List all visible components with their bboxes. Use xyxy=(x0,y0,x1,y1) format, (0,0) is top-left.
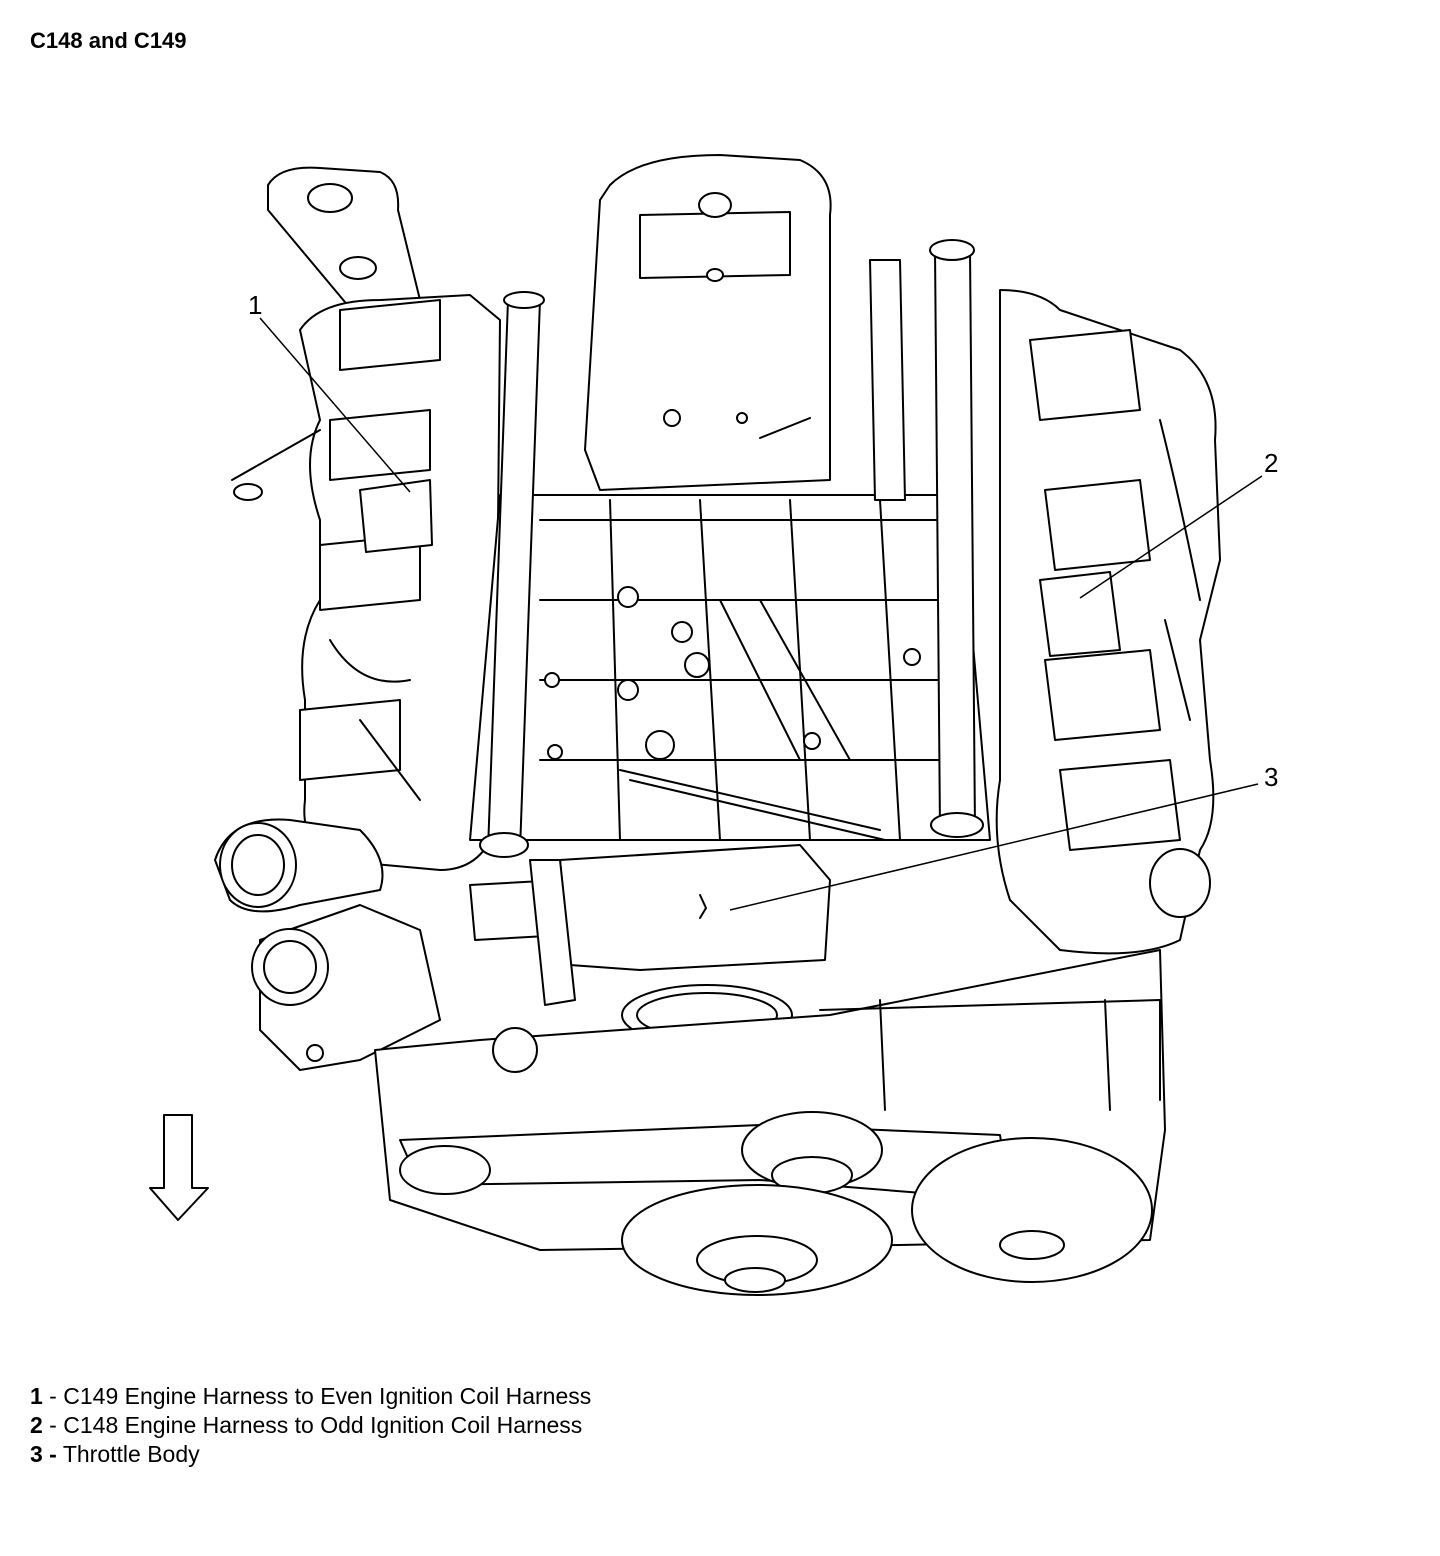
legend-separator: - xyxy=(42,1383,64,1409)
intake-runners xyxy=(470,495,990,840)
coolant-outlet xyxy=(215,820,383,912)
intake-manifold xyxy=(585,155,831,490)
right-coil-bank xyxy=(997,290,1220,953)
legend-text: C149 Engine Harness to Even Ignition Coi… xyxy=(63,1383,592,1409)
left-pulley xyxy=(252,905,440,1070)
serpentine-belt xyxy=(400,1112,1152,1295)
callout-2-leader xyxy=(1080,476,1262,598)
callout-3-leader xyxy=(730,784,1258,910)
legend-separator: - xyxy=(42,1412,64,1438)
legend-number: 2 xyxy=(30,1412,43,1438)
legend-text: Throttle Body xyxy=(62,1441,200,1467)
callout-1: 1 xyxy=(248,290,262,320)
fuel-rails xyxy=(480,240,983,857)
legend-row: 1 - C149 Engine Harness to Even Ignition… xyxy=(30,1382,591,1411)
left-coil-bank xyxy=(232,295,500,870)
callout-2: 2 xyxy=(1264,448,1278,478)
legend-number: 1 xyxy=(30,1383,43,1409)
legend-text: C148 Engine Harness to Odd Ignition Coil… xyxy=(63,1412,583,1438)
legend-number: 3 - xyxy=(30,1441,57,1467)
legend-row: 3 - Throttle Body xyxy=(30,1440,591,1469)
callout-1-leader xyxy=(260,318,410,492)
page-title: C148 and C149 xyxy=(30,28,187,53)
callout-3: 3 xyxy=(1264,762,1278,792)
legend: 1 - C149 Engine Harness to Even Ignition… xyxy=(30,1382,591,1469)
legend-row: 2 - C148 Engine Harness to Odd Ignition … xyxy=(30,1411,591,1440)
down-arrow-icon xyxy=(150,1115,208,1220)
